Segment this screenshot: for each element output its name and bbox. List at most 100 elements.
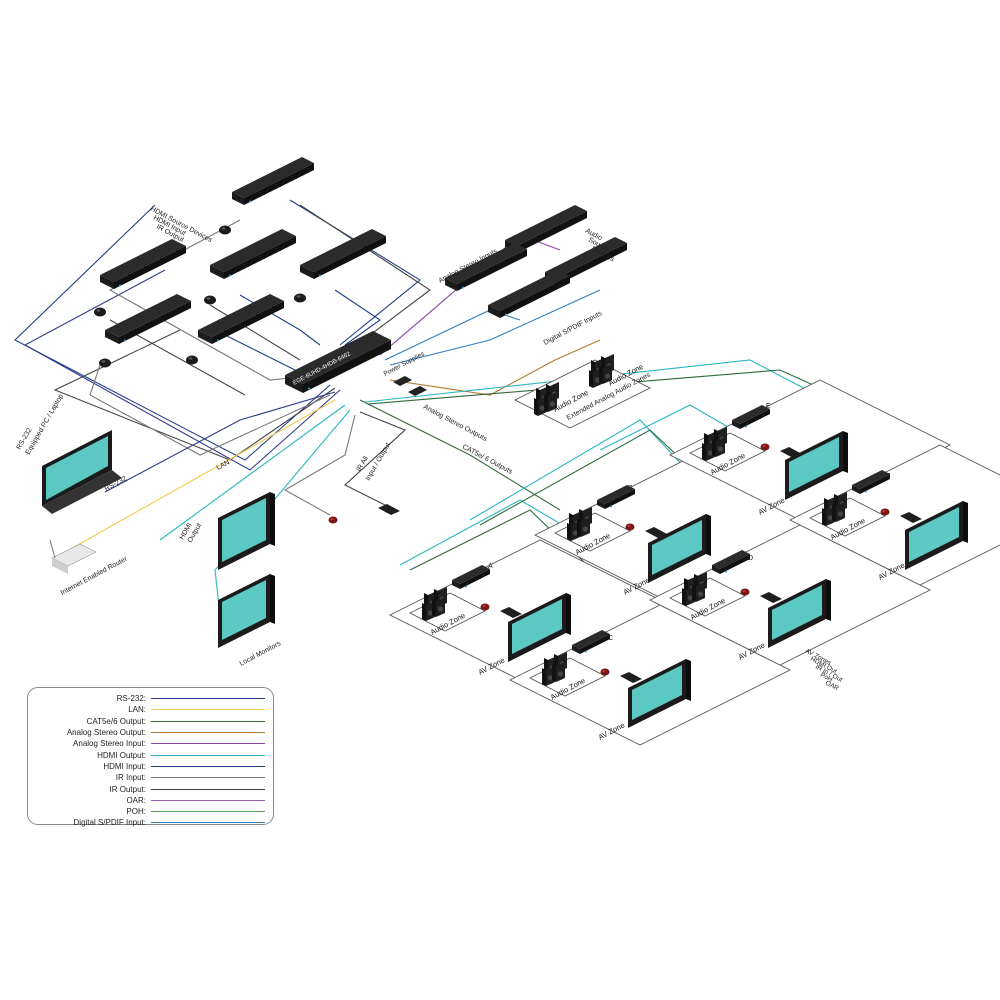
device-led: [119, 284, 121, 287]
speaker-cone: [687, 595, 694, 601]
speaker-cone: [539, 405, 546, 411]
ir-eye-lens: [742, 590, 746, 592]
device-top: [597, 485, 635, 504]
legend-label: RS-232:: [116, 694, 146, 704]
speaker-cone: [697, 591, 704, 597]
tv-screen: [789, 437, 839, 492]
ir-eye-lens: [296, 295, 301, 298]
device-led: [865, 490, 867, 493]
legend-row: OAR:: [36, 795, 265, 806]
speaker-side: [552, 664, 556, 682]
device-front: [500, 276, 570, 318]
ir-eye-body: [204, 295, 216, 305]
legend-label: HDMI Input:: [103, 761, 146, 771]
speaker-icon: [682, 572, 707, 606]
zone-id-b: B: [628, 485, 633, 492]
legend-line: [151, 811, 265, 813]
remote-body: [900, 512, 922, 523]
device-side: [210, 265, 224, 279]
device-front: [517, 211, 587, 253]
ir-eye-lens: [206, 297, 211, 300]
ir-eye-lens: [221, 227, 226, 230]
ir-eye-body: [294, 293, 306, 303]
legend-label: IR Output:: [109, 784, 146, 794]
device-front: [224, 236, 296, 279]
power-supply-icon: [393, 376, 427, 396]
ir-eye-body: [99, 358, 111, 368]
device-front: [314, 236, 386, 279]
speaker-side: [712, 439, 716, 457]
router-icon: [49, 539, 97, 574]
wire-src-b: [334, 289, 381, 346]
device-front: [114, 246, 186, 289]
legend-label: HDMI Output:: [97, 750, 146, 760]
device-led: [585, 650, 587, 653]
legend-label: Digital S/PDIF Input:: [73, 818, 146, 828]
speaker-side: [577, 519, 581, 537]
local-monitor-2: [218, 574, 275, 648]
speaker-side: [542, 668, 546, 686]
device-side: [572, 645, 580, 654]
ir-eye-body: [625, 523, 635, 531]
device-front: [557, 243, 627, 285]
legend-line: [151, 743, 265, 745]
device-side: [452, 580, 460, 589]
laptop-base: [42, 470, 122, 514]
speaker-icon: [422, 587, 447, 621]
speaker-side: [692, 584, 696, 602]
zone-tv-e: [785, 431, 848, 500]
tv-screen: [512, 599, 562, 654]
speaker-icon: [534, 382, 559, 416]
speaker-icon: [567, 507, 592, 541]
device-led: [229, 274, 231, 277]
wire-src-d: [209, 304, 301, 361]
zone-receiver-b: [597, 485, 635, 509]
device-top: [105, 294, 191, 337]
ir-emitter-5: [99, 358, 111, 368]
device-led: [462, 286, 464, 289]
zone-box-f: [788, 444, 1000, 586]
legend-row: Analog Stereo Output:: [36, 727, 265, 738]
remote-body: [620, 672, 642, 683]
legend-rows: RS-232:LAN:CAT5e/6 Output:Analog Stereo …: [36, 693, 265, 829]
legend-label: LAN:: [128, 705, 146, 715]
zone-tv-d: [768, 579, 831, 648]
power-brick-1: [393, 376, 412, 386]
device-front: [212, 301, 284, 344]
digital-spdif-inputs-label: Digital S/PDIF Inputs: [543, 310, 604, 347]
laptop-screen: [46, 436, 108, 500]
ir-eye-body: [219, 225, 231, 235]
local-monitor-1: [218, 492, 275, 570]
wire-ir-all-2: [344, 411, 407, 511]
router-side: [52, 558, 68, 574]
legend-row: Digital S/PDIF Input:: [36, 817, 265, 828]
devices-layer: [42, 157, 968, 728]
ir-emitter-3: [204, 295, 216, 305]
device-led: [308, 387, 310, 390]
zone-tv-c: [628, 659, 691, 728]
ir-eye-lens: [188, 357, 193, 360]
device-led: [465, 585, 467, 588]
device-side: [105, 330, 119, 344]
speaker-side: [544, 394, 548, 412]
device-top: [445, 243, 527, 284]
legend-label: Analog Stereo Output:: [66, 728, 146, 738]
ir-eye-body: [94, 307, 106, 317]
ir-eye-icon: [625, 523, 635, 531]
remote-icon: [620, 672, 642, 683]
ir-emitter-6: [186, 355, 198, 365]
device-side: [285, 375, 303, 393]
zone-receiver-a: [452, 565, 490, 589]
speaker-side: [589, 370, 593, 388]
tv-screen: [772, 585, 822, 640]
power-brick-2: [408, 386, 427, 396]
zone-boxes: [388, 359, 1000, 746]
legend-row: HDMI Output:: [36, 749, 265, 760]
remote-body: [645, 527, 667, 538]
speaker-cone: [557, 671, 564, 677]
device-front: [244, 163, 314, 205]
ir-emitter-4: [294, 293, 306, 303]
ir-eye-icon: [760, 443, 770, 451]
speaker-icon: [822, 492, 847, 526]
audio-source-2: [445, 243, 527, 291]
